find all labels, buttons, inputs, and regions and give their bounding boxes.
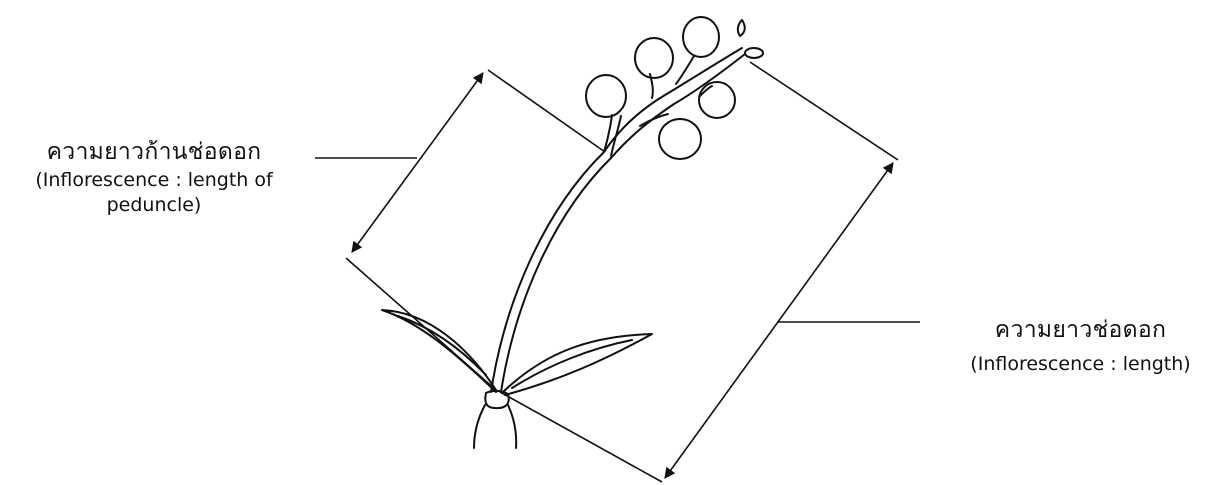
plant-base bbox=[485, 391, 508, 408]
inflorescence-length-english: (Inflorescence : length) bbox=[938, 352, 1223, 377]
peduncle-length-thai: ความยาวก้านช่อดอก bbox=[0, 138, 308, 168]
inflorescence-bottom-extension-line bbox=[500, 392, 662, 482]
flower-buds bbox=[586, 17, 763, 159]
inflorescence-dimension bbox=[500, 62, 898, 482]
right-leaf bbox=[503, 334, 652, 395]
peduncle-length-english: (Inflorescence : length of peduncle) bbox=[0, 168, 308, 217]
inflorescence-top-extension-line bbox=[750, 62, 898, 160]
left-leaf bbox=[382, 310, 496, 392]
peduncle-dimension-arrow bbox=[352, 73, 483, 252]
peduncle-dimension bbox=[346, 70, 605, 390]
peduncle-length-label: ความยาวก้านช่อดอก (Inflorescence : lengt… bbox=[0, 138, 308, 217]
inflorescence-dimension-arrow bbox=[665, 163, 893, 478]
inflorescence-length-label: ความยาวช่อดอก (Inflorescence : length) bbox=[938, 316, 1223, 377]
roots bbox=[474, 405, 516, 448]
peduncle-top-extension-line bbox=[488, 70, 605, 152]
orchid-plant-illustration bbox=[382, 17, 763, 448]
peduncle-bottom-extension-line bbox=[346, 258, 496, 390]
inflorescence-length-thai: ความยาวช่อดอก bbox=[938, 316, 1223, 346]
flower-stem bbox=[491, 152, 611, 392]
